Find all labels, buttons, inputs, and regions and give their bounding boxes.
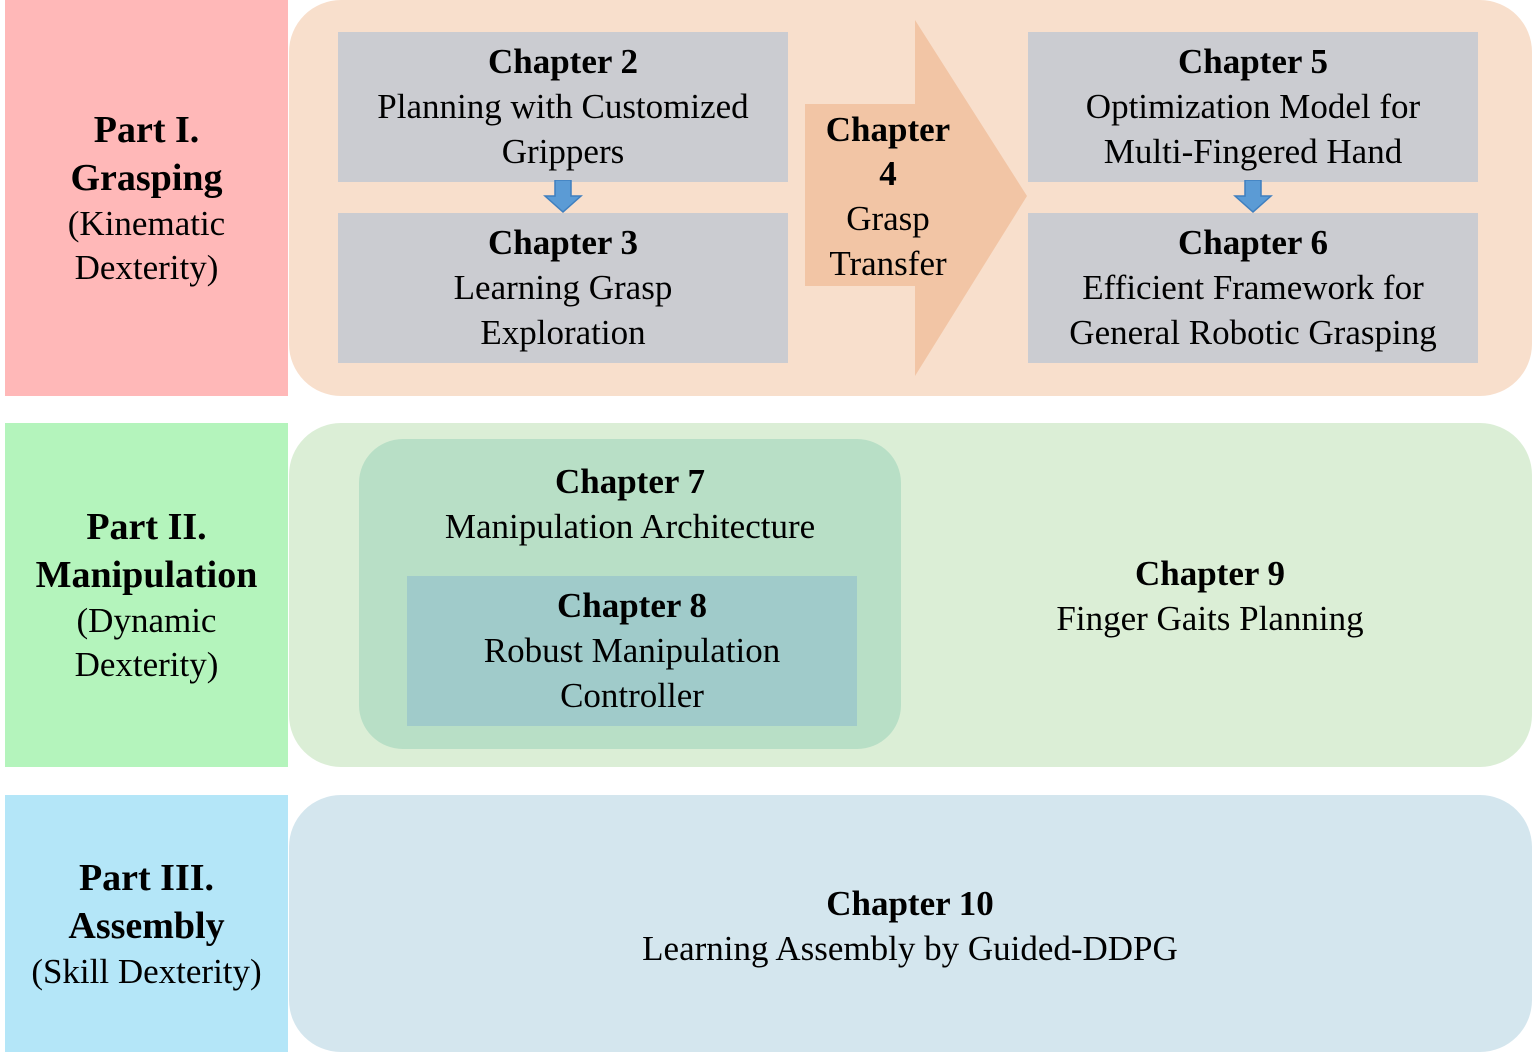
- chapter-5-text-1: Optimization Model for: [1085, 87, 1421, 126]
- chapter-10-text-1: Learning Assembly by Guided-DDPG: [642, 928, 1178, 968]
- chapter-6-title: Chapter 6: [1177, 223, 1329, 262]
- chapter-3-box: Chapter 3 Learning Grasp Exploration: [338, 213, 788, 363]
- part-2-title: Part II.: [86, 506, 207, 548]
- chapter-2-text-2: Grippers: [501, 132, 625, 171]
- chapter-9-box: Chapter 9 Finger Gaits Planning: [980, 548, 1440, 644]
- chapter-2-title: Chapter 2: [487, 42, 639, 81]
- transfer-arrow-icon: [805, 20, 1027, 376]
- chapter-8-title: Chapter 8: [556, 586, 708, 625]
- chapter-4-box: Chapter 4 Grasp Transfer: [805, 104, 971, 290]
- chapter-2-box: Chapter 2 Planning with Customized Gripp…: [338, 32, 788, 182]
- part-2-label: Part II. Manipulation (Dynamic Dexterity…: [5, 423, 288, 767]
- chapter-4-title-1: Chapter: [825, 110, 951, 149]
- chapter-9-text-1: Finger Gaits Planning: [1056, 598, 1364, 638]
- part-3-label: Part III. Assembly (Skill Dexterity): [5, 795, 288, 1052]
- part-2-sub-2: Dexterity): [74, 645, 219, 684]
- down-arrow-icon: [1233, 180, 1273, 214]
- part-3-sub-1: (Skill Dexterity): [31, 951, 262, 991]
- chapter-10-box: Chapter 10 Learning Assembly by Guided-D…: [560, 878, 1260, 974]
- part-1-label: Part I. Grasping (Kinematic Dexterity): [5, 0, 288, 396]
- part-1-sub-2: Dexterity): [74, 248, 219, 287]
- chapter-2-text-1: Planning with Customized: [377, 87, 749, 126]
- chapter-4-title-2: 4: [879, 154, 897, 193]
- chapter-5-title: Chapter 5: [1177, 42, 1329, 81]
- chapter-7-title: Chapter 7: [554, 461, 706, 501]
- chapter-8-box: Chapter 8 Robust Manipulation Controller: [407, 576, 857, 726]
- chapter-3-text-1: Learning Grasp: [453, 268, 673, 307]
- part-1-name: Grasping: [70, 157, 223, 199]
- chapter-9-title: Chapter 9: [1134, 553, 1286, 593]
- chapter-8-text-1: Robust Manipulation: [483, 631, 781, 670]
- chapter-7-box: Chapter 7 Manipulation Architecture: [359, 456, 901, 552]
- part-3-name: Assembly: [68, 904, 225, 947]
- part-2-sub-1: (Dynamic: [76, 601, 217, 640]
- chapter-6-text-2: General Robotic Grasping: [1069, 313, 1437, 352]
- chapter-4-text-2: Transfer: [829, 244, 947, 283]
- chapter-10-title: Chapter 10: [826, 883, 994, 923]
- chapter-5-box: Chapter 5 Optimization Model for Multi-F…: [1028, 32, 1478, 182]
- part-1-title: Part I.: [93, 109, 200, 151]
- down-arrow-icon: [543, 180, 583, 214]
- chapter-8-text-2: Controller: [560, 676, 704, 715]
- chapter-4-text-1: Grasp: [846, 199, 930, 238]
- chapter-6-text-1: Efficient Framework for: [1082, 268, 1424, 307]
- chapter-7-text-1: Manipulation Architecture: [444, 506, 816, 546]
- assembly-panel: [289, 795, 1532, 1052]
- chapter-3-title: Chapter 3: [487, 223, 639, 262]
- part-1-sub-1: (Kinematic: [67, 204, 226, 243]
- chapter-3-text-2: Exploration: [480, 313, 646, 352]
- chapter-5-text-2: Multi-Fingered Hand: [1103, 132, 1403, 171]
- part-2-name: Manipulation: [35, 554, 258, 596]
- part-3-title: Part III.: [78, 856, 215, 899]
- chapter-6-box: Chapter 6 Efficient Framework for Genera…: [1028, 213, 1478, 363]
